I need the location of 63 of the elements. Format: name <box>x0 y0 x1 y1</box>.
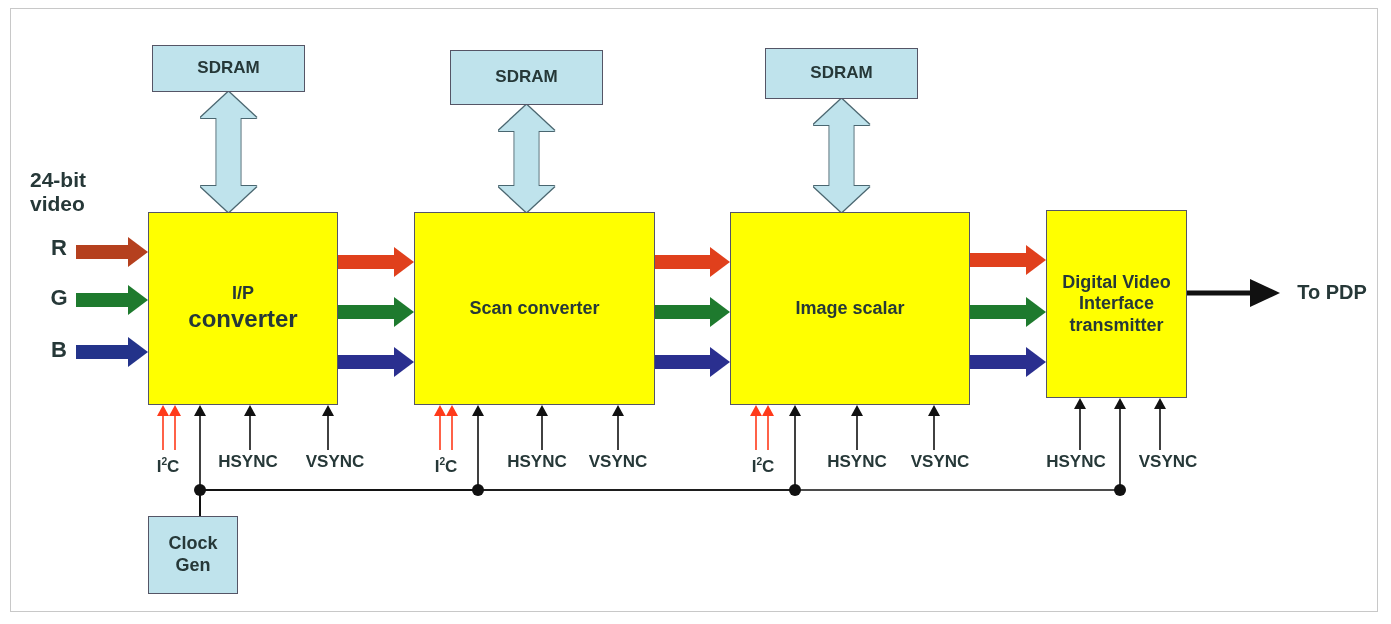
processing-block <box>730 212 970 405</box>
signal-arrow <box>750 405 762 451</box>
processing-block <box>148 212 338 405</box>
block-label: Clock Gen <box>167 533 219 577</box>
block-label: Digital Video Interface transmitter <box>1061 271 1172 337</box>
block-arrow <box>655 347 730 377</box>
signal-label: HSYNC <box>1039 450 1113 474</box>
block-label: SDRAM <box>809 63 874 84</box>
block-arrow <box>76 237 148 267</box>
block-arrow <box>338 247 414 277</box>
block-arrow <box>970 245 1046 275</box>
block-arrow <box>970 347 1046 377</box>
bidirectional-bus-arrow <box>498 105 555 212</box>
block-arrow <box>1187 279 1280 307</box>
signal-arrow <box>1154 398 1166 451</box>
clock-generator-block <box>148 516 238 594</box>
block-label: SDRAM <box>494 67 559 88</box>
block-arrow <box>76 337 148 367</box>
signal-label: I$^{2}$C <box>148 450 188 474</box>
block-label: Scan converter <box>468 297 601 320</box>
memory-block <box>152 45 305 92</box>
signal-label: I$^{2}$C <box>743 450 783 474</box>
output-label: To PDP <box>1280 276 1384 308</box>
block-arrow <box>970 297 1046 327</box>
block-label: Image scalar <box>794 297 906 320</box>
signal-arrow <box>762 405 774 451</box>
signal-arrow <box>928 405 940 451</box>
block-arrow <box>338 297 414 327</box>
signal-label: HSYNC <box>211 450 285 474</box>
block-arrow <box>655 297 730 327</box>
signal-label: VSYNC <box>297 450 373 474</box>
signal-label: VSYNC <box>1130 450 1206 474</box>
block-label: SDRAM <box>196 58 261 79</box>
memory-block <box>450 50 603 105</box>
signal-label: VSYNC <box>902 450 978 474</box>
signal-label: HSYNC <box>820 450 894 474</box>
signal-arrow <box>322 405 334 451</box>
block-arrow <box>338 347 414 377</box>
block-label: converter <box>187 304 299 334</box>
signal-arrow <box>612 405 624 451</box>
processing-block <box>1046 210 1187 398</box>
memory-block <box>765 48 918 99</box>
block-arrow <box>76 285 148 315</box>
signal-arrow <box>1074 398 1086 451</box>
signal-label: I$^{2}$C <box>426 450 466 474</box>
bidirectional-bus-arrow <box>813 99 870 212</box>
block-label: I/P <box>231 283 255 305</box>
input-label: 24-bit video <box>30 168 87 217</box>
bidirectional-bus-arrow <box>200 92 257 212</box>
block-arrow <box>655 247 730 277</box>
signal-arrow <box>446 405 458 451</box>
signal-arrow <box>244 405 256 451</box>
signal-arrow <box>169 405 181 451</box>
channel-label: G <box>42 282 76 314</box>
processing-block <box>414 212 655 405</box>
signal-arrow <box>536 405 548 451</box>
signal-arrow <box>434 405 446 451</box>
signal-arrow <box>157 405 169 451</box>
signal-label: HSYNC <box>500 450 574 474</box>
channel-label: R <box>42 232 76 264</box>
signal-arrow <box>851 405 863 451</box>
signal-label: VSYNC <box>580 450 656 474</box>
channel-label: B <box>42 334 76 366</box>
